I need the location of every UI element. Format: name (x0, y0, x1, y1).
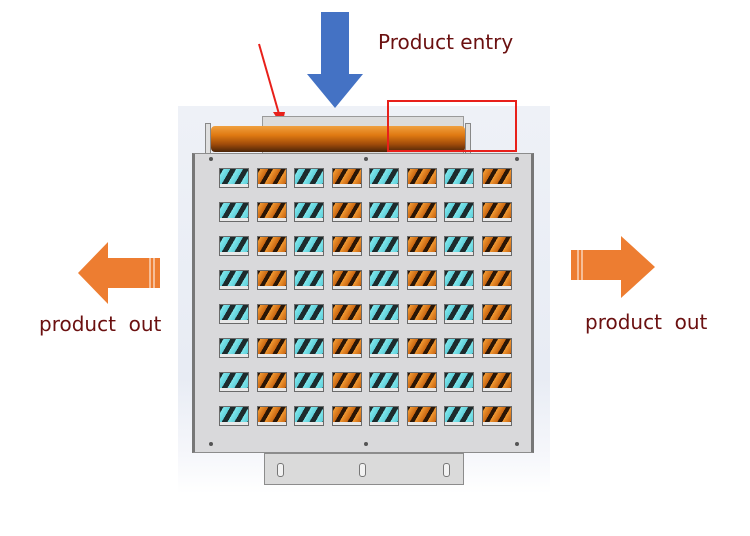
product-cell (481, 168, 512, 188)
product-cell (369, 236, 399, 256)
product-cell (294, 406, 324, 426)
product-cell (481, 304, 512, 324)
bracket-slot (277, 463, 284, 477)
product-entry-label: Product entry (378, 30, 514, 54)
product-cell (406, 304, 437, 324)
product-cell (481, 202, 512, 222)
product-cell (481, 236, 512, 256)
screw (515, 442, 519, 446)
product-cell (294, 338, 324, 358)
product-cell (331, 406, 362, 426)
product-cell (444, 168, 474, 188)
product-cell (294, 236, 324, 256)
product-cell (331, 270, 362, 290)
product-cell (369, 406, 399, 426)
product-cell (256, 236, 287, 256)
product-cell (219, 406, 249, 426)
product-cell (406, 270, 437, 290)
product-grid (219, 168, 512, 426)
product-cell (331, 372, 362, 392)
product-cell (444, 372, 474, 392)
product-cell (369, 338, 399, 358)
product-cell (331, 168, 362, 188)
product-cell (219, 304, 249, 324)
product-cell (481, 270, 512, 290)
product-cell (331, 236, 362, 256)
product-cell (219, 168, 249, 188)
product-panel (192, 153, 534, 453)
product-cell (219, 338, 249, 358)
product-cell (256, 304, 287, 324)
product-cell (256, 372, 287, 392)
product-cell (406, 372, 437, 392)
entry-arrow-shape (307, 12, 363, 108)
product-cell (369, 168, 399, 188)
product-cell (294, 372, 324, 392)
screw (209, 157, 213, 161)
product-cell (256, 406, 287, 426)
highlight-box (387, 100, 517, 152)
product-cell (331, 304, 362, 324)
product-cell (294, 168, 324, 188)
out-right-arrow-icon (571, 236, 655, 298)
bracket-slot (359, 463, 366, 477)
screw (209, 442, 213, 446)
product-cell (481, 406, 512, 426)
product-cell (406, 202, 437, 222)
out-left-arrow-icon (78, 242, 160, 304)
product-cell (256, 270, 287, 290)
product-cell (444, 236, 474, 256)
product-cell (294, 270, 324, 290)
product-cell (406, 338, 437, 358)
product-cell (219, 202, 249, 222)
product-cell (481, 372, 512, 392)
product-cell (331, 338, 362, 358)
product-cell (444, 202, 474, 222)
product-cell (294, 304, 324, 324)
product-cell (331, 202, 362, 222)
product-cell (369, 270, 399, 290)
product-cell (406, 406, 437, 426)
product-cell (406, 236, 437, 256)
product-cell (219, 236, 249, 256)
product-cell (369, 372, 399, 392)
entry-roller (211, 126, 465, 152)
product-out-right-label: product out (585, 310, 708, 334)
product-cell (369, 304, 399, 324)
mounting-bracket (264, 453, 464, 485)
product-cell (444, 270, 474, 290)
product-cell (219, 270, 249, 290)
product-cell (406, 168, 437, 188)
product-cell (256, 202, 287, 222)
screw (515, 157, 519, 161)
bracket-slot (443, 463, 450, 477)
product-cell (444, 304, 474, 324)
product-cell (369, 202, 399, 222)
product-out-left-label: product out (39, 312, 162, 336)
screw (364, 442, 368, 446)
screw (364, 157, 368, 161)
product-cell (481, 338, 512, 358)
entry-arrow-icon (307, 12, 363, 108)
product-cell (256, 338, 287, 358)
product-cell (294, 202, 324, 222)
product-cell (256, 168, 287, 188)
product-cell (444, 338, 474, 358)
product-cell (444, 406, 474, 426)
product-cell (219, 372, 249, 392)
